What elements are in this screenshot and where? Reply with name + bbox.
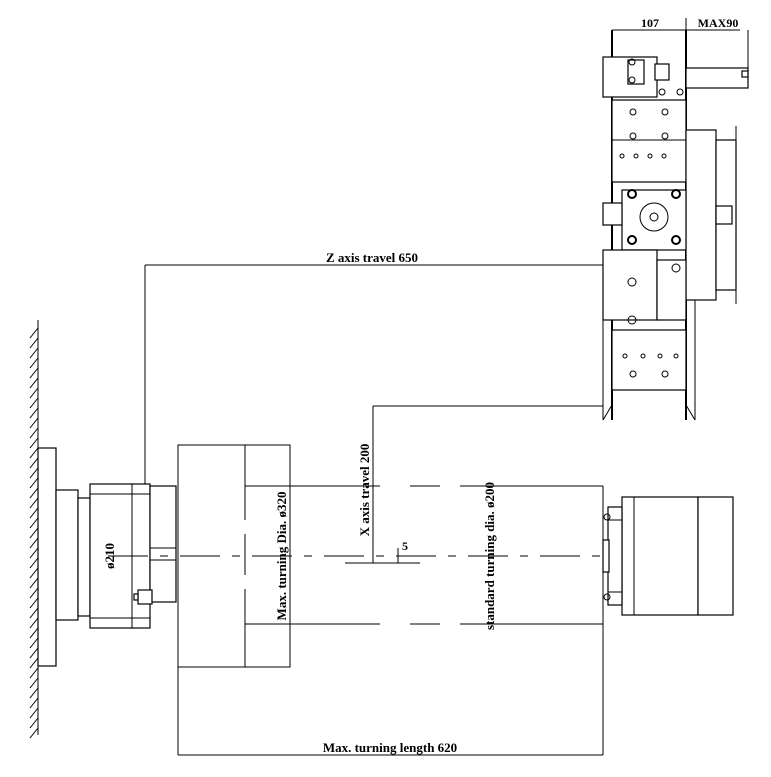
wall-hatch-line [29,497,39,509]
wall-hatch-line [29,557,39,569]
wall-hatch-line [29,427,39,439]
break-gaps [236,480,460,630]
wall-hatch-line [29,367,39,379]
wall-hatch-line [29,687,39,699]
wall-hatch-line [29,507,39,519]
max-length-dimension: Max. turning length 620 [178,740,603,756]
wall-hatch-line [29,357,39,369]
wall-hatch-line [29,707,39,719]
wall-hatch-line [29,587,39,599]
wall-hatch-line [29,607,39,619]
max-turning-length-label: Max. turning length 620 [323,740,457,755]
max-turning-dia-label: Max. turning Dia. ø320 [274,492,289,621]
z-travel-dimension: Z axis travel 650 [144,250,603,484]
wall-hatch-line [29,727,39,739]
wall-hatch-line [29,627,39,639]
offset-label: 5 [402,539,408,553]
wall-hatch-line [29,717,39,729]
sub-spindle [602,496,734,616]
wall-hatch-line [29,437,39,449]
wall-hatch-line [29,417,39,429]
wall-hatch-line [29,597,39,609]
wall-hatch-line [29,387,39,399]
turret [602,30,749,421]
x-travel-dimension: 5 X axis travel 200 [345,405,603,564]
z-travel-label: Z axis travel 650 [326,250,418,265]
wall-hatch-line [29,467,39,479]
wall-hatch-line [29,377,39,389]
wall-hatch-line [29,527,39,539]
wall-hatch-line [29,407,39,419]
x-travel-label: X axis travel 200 [357,444,372,537]
wall-hatch-line [29,447,39,459]
wall-hatch-line [29,637,39,649]
wall-hatch-line [29,517,39,529]
wall-hatch-line [29,477,39,489]
tool-overhang-label: MAX90 [698,16,739,30]
turret-dimensions: 107 MAX90 [612,16,749,68]
wall-hatch-line [29,647,39,659]
wall-hatch-line [29,577,39,589]
wall-hatch-line [29,677,39,689]
spindle-housing [37,447,91,667]
turret-width-label: 107 [641,16,659,30]
wall-hatch-line [29,537,39,549]
wall-hatch-line [29,547,39,559]
wall-hatch-line [29,567,39,579]
chuck-dia-label: ø210 [102,543,117,569]
wall-hatch-line [29,337,39,349]
wall-hatch-line [29,667,39,679]
wall-hatch-line [29,697,39,709]
wall-hatch-line [29,657,39,669]
wall-hatch-line [29,397,39,409]
spindle-wall [29,320,39,739]
wall-hatch-line [29,457,39,469]
wall-hatch-line [29,327,39,339]
wall-hatch-line [29,617,39,629]
wall-hatch-line [29,347,39,359]
standard-turning-dia-label: standard turning dia. ø200 [482,482,497,630]
wall-hatch-line [29,487,39,499]
